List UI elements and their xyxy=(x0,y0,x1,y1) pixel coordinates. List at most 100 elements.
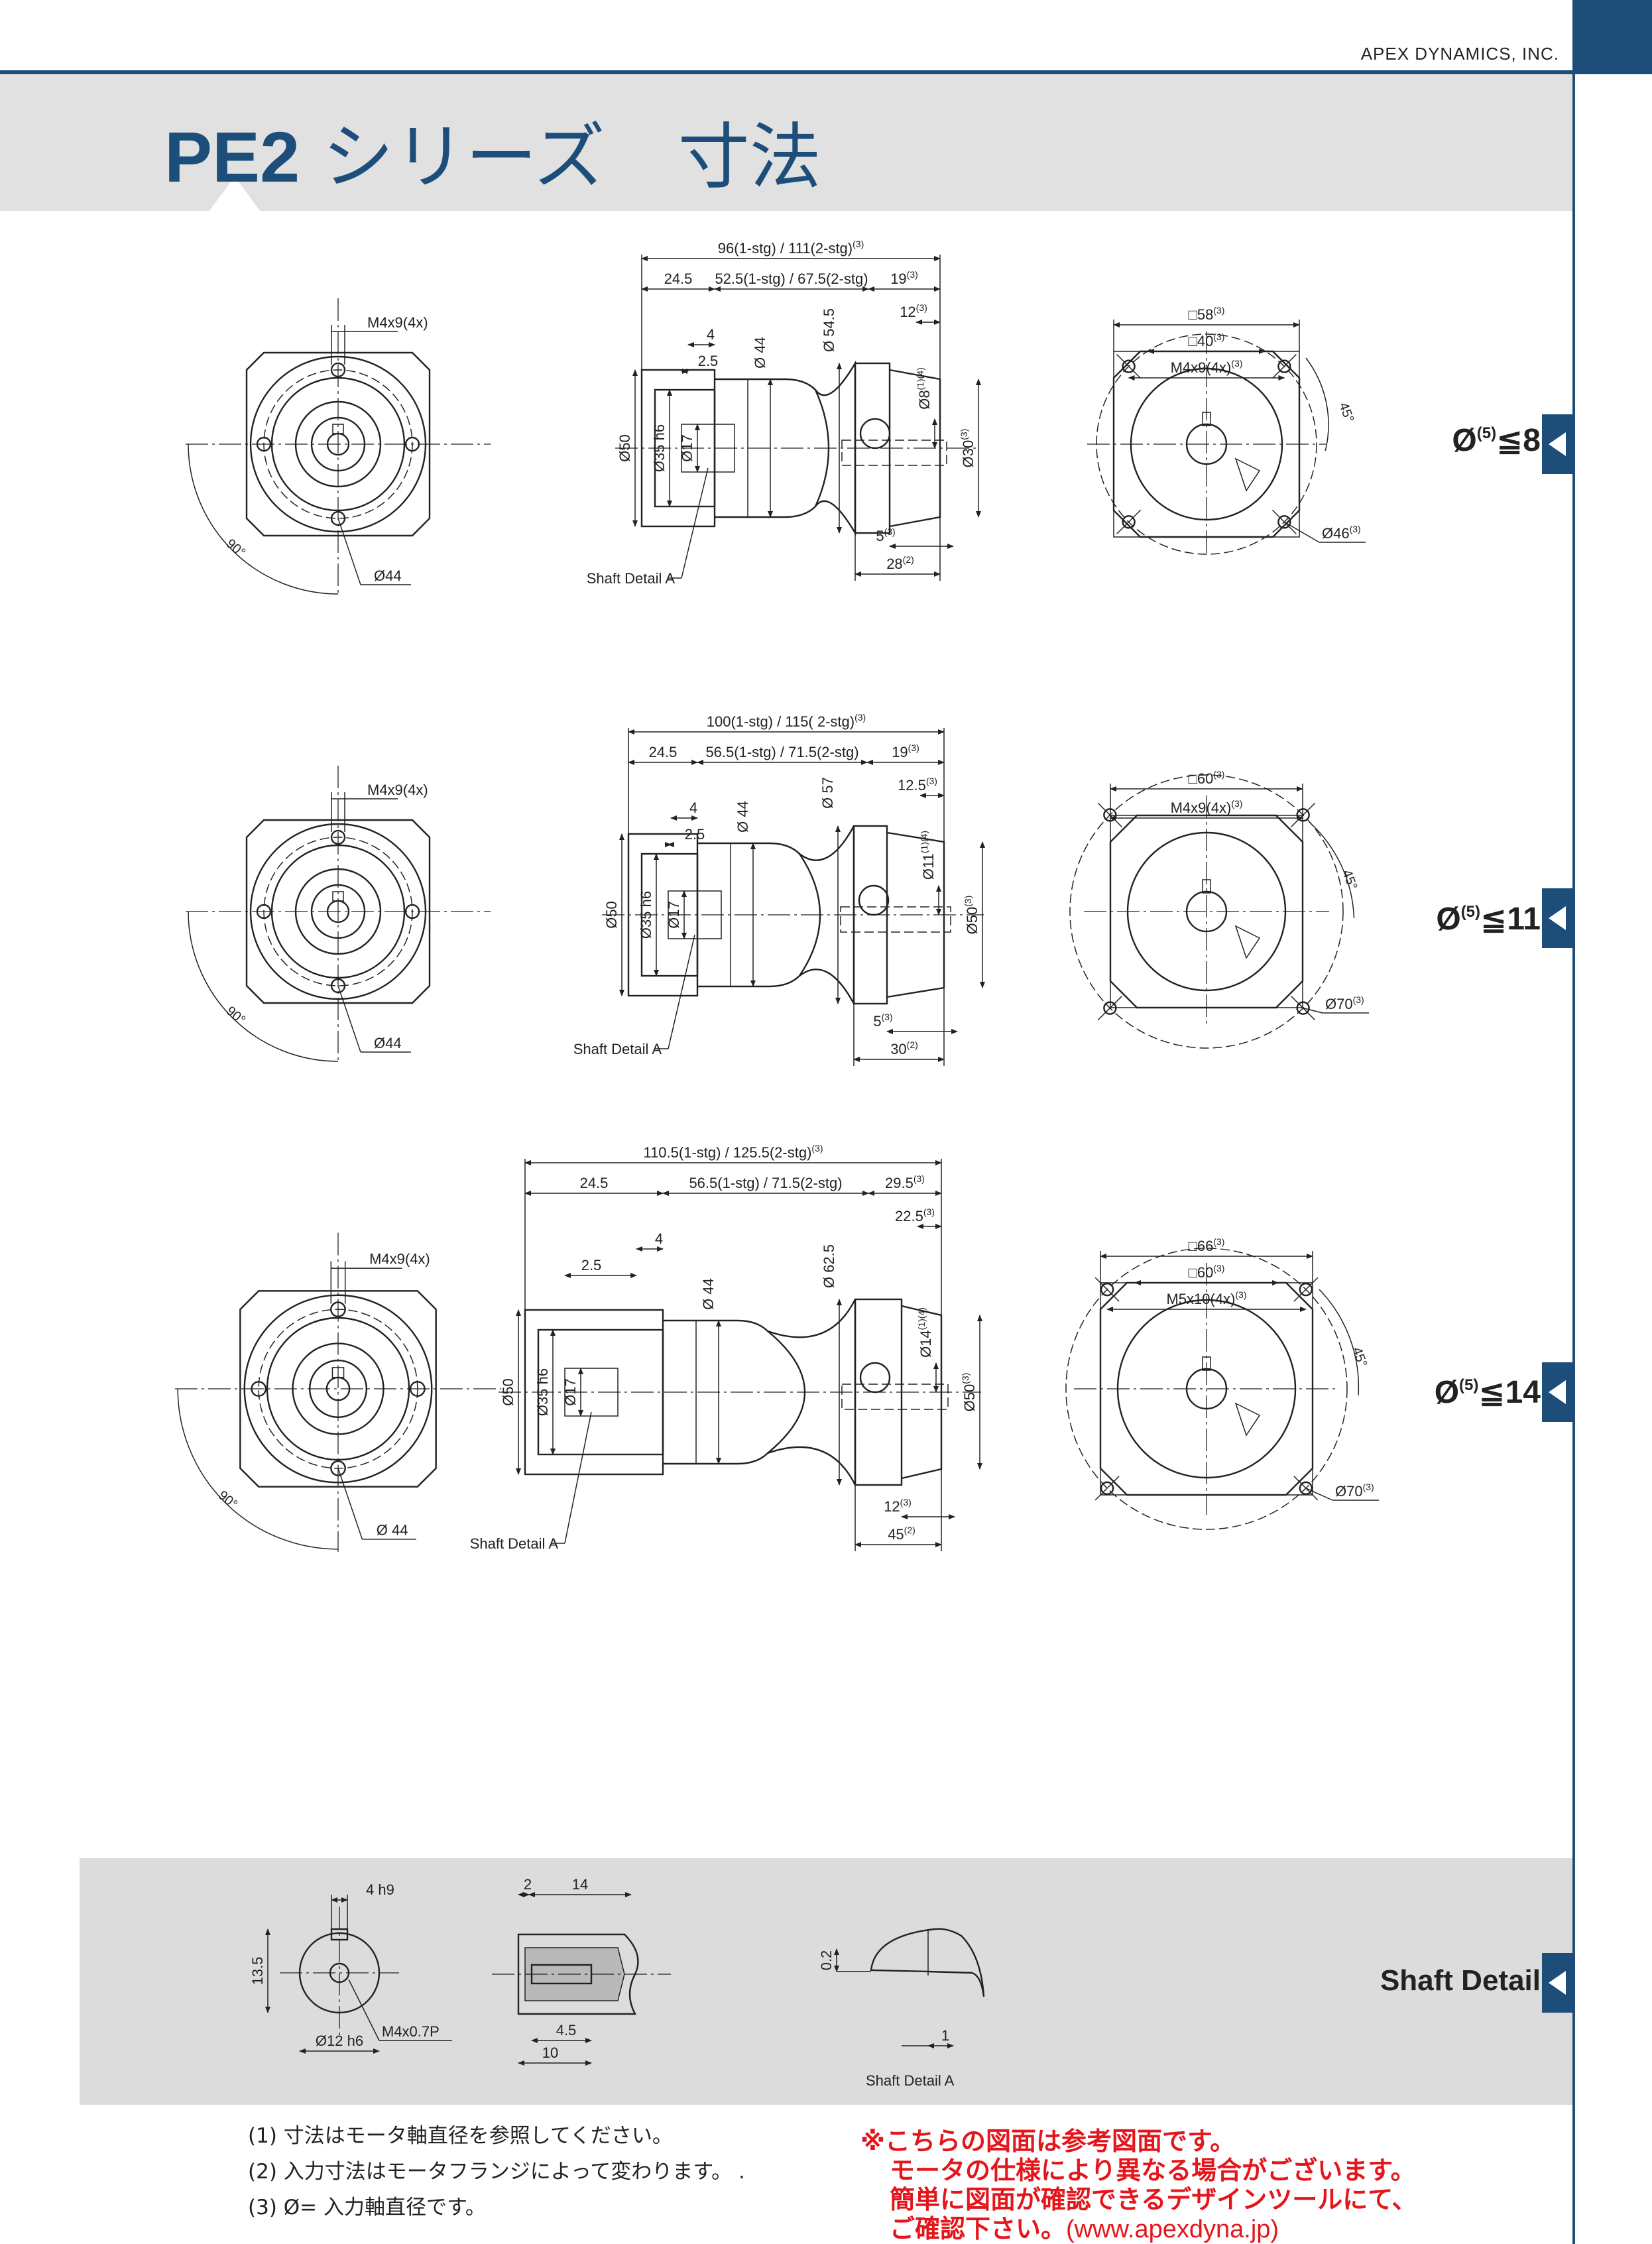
shaft-detail-callout: Shaft Detail A xyxy=(587,570,676,587)
bolt-hole xyxy=(1100,1282,1114,1297)
note-2: (2) 入力寸法はモータフランジによって変わります。 . xyxy=(248,2160,745,2184)
dimension-label: 4 xyxy=(707,326,715,343)
bolt-pitch-circle xyxy=(1069,774,1344,1049)
dimension-label: 56.5(1-stg) / 71.5(2-stg) xyxy=(705,744,858,760)
dimension-label: Ø17 xyxy=(666,901,682,929)
clamp-slot xyxy=(1234,457,1261,492)
dimension-label: 96(1-stg) / 111(2-stg)(3) xyxy=(718,239,864,257)
dimension-label: Ø11(1)(4) xyxy=(919,831,937,880)
angle-label: 45° xyxy=(1336,400,1356,424)
dimension-label: Ø 57 xyxy=(819,777,836,809)
section-d8-drawing: M4x9(4x) 90° Ø44 96(1-stg) / 111(2-stg)(3) 2… xyxy=(186,239,1366,597)
dimension-label: Ø 44 xyxy=(735,801,751,833)
side-label-d8: Ø(5)≦8 xyxy=(1452,423,1541,458)
bolt-hole xyxy=(1100,1481,1114,1496)
leader-line xyxy=(337,985,361,1053)
dimension-label: 12(3) xyxy=(884,1497,912,1515)
disclaimer-line-3: 簡単に図面が確認できるデザインツールにて、 xyxy=(890,2185,1417,2214)
dimension-label: 110.5(1-stg) / 125.5(2-stg)(3) xyxy=(643,1143,823,1161)
angle-arc xyxy=(1309,821,1355,919)
leader-line xyxy=(1283,521,1320,543)
shaft-detail-callout: Shaft Detail A xyxy=(573,1041,662,1057)
dimension-label: Ø35 h6 xyxy=(534,1368,551,1416)
leader-line xyxy=(348,1979,380,2041)
dimension-label: 28(2) xyxy=(886,554,914,572)
dimension-label: 100(1-stg) / 115( 2-stg)(3) xyxy=(707,712,866,730)
clamp-screw-hole xyxy=(859,1362,891,1393)
dimension-label: 45(2) xyxy=(888,1525,915,1543)
dimension-label: Ø 54.5 xyxy=(821,308,837,352)
right-edge-rule xyxy=(1572,74,1575,2244)
shaft-detail-title: Shaft Detail xyxy=(1380,1964,1541,1997)
side-label-d11: Ø(5)≦11 xyxy=(1436,902,1541,937)
bolt-axis xyxy=(1293,1277,1319,1302)
angle-arc xyxy=(188,443,339,595)
clamp-screw-hole xyxy=(859,418,891,449)
tab-arrow-d8 xyxy=(1542,414,1572,474)
disclaimer-url: (www.apexdyna.jp) xyxy=(1066,2215,1279,2243)
dimension-label: 19(3) xyxy=(890,269,918,287)
bolt-hole xyxy=(1296,1001,1310,1015)
shaft-detail-callout: Shaft Detail A xyxy=(470,1535,559,1552)
dimension-label: Ø8(1)(4) xyxy=(915,367,933,410)
thread-callout: M4x9(4x) xyxy=(367,782,428,798)
pcd-callout: Ø44 xyxy=(374,567,402,584)
dimension-label: 10 xyxy=(542,2044,558,2061)
dimension-label: 22.5(3) xyxy=(895,1207,935,1224)
angle-label: 45° xyxy=(1339,868,1360,892)
dimension-label: □58(3) xyxy=(1189,305,1225,323)
pcd-callout: Ø 44 xyxy=(377,1521,408,1538)
bolt-hole xyxy=(1299,1282,1313,1297)
bolt-pitch-circle xyxy=(1065,1248,1348,1530)
thread-label: M4x0.7P xyxy=(382,2023,440,2040)
dimension-label: □66(3) xyxy=(1189,1236,1225,1254)
flange-outline xyxy=(245,351,431,537)
tab-arrow-d14 xyxy=(1542,1362,1572,1422)
title-band xyxy=(0,74,1572,211)
bolt-hole xyxy=(1122,359,1136,373)
dimension-label: 52.5(1-stg) / 67.5(2-stg) xyxy=(715,270,868,287)
tab-arrow-shaft-detail xyxy=(1542,1953,1572,2013)
angle-arc xyxy=(188,911,339,1062)
dimension-label: Ø50(3) xyxy=(960,1373,978,1412)
dimension-label: 1 xyxy=(941,2027,949,2044)
input-bore-hidden xyxy=(841,1384,949,1410)
clamp-screw-hole xyxy=(858,884,890,916)
dimension-label: Ø50 xyxy=(500,1378,516,1406)
flange-outline xyxy=(239,1290,437,1488)
disclaimer-line-1: ※こちらの図面は参考図面です。 xyxy=(860,2127,1236,2156)
dimension-label: 2.5 xyxy=(581,1257,602,1273)
dimension-label: Ø 44 xyxy=(752,337,768,369)
input-bore-hidden xyxy=(841,440,947,466)
dimension-label: Ø12 h6 xyxy=(316,2033,363,2049)
dimension-label: 4 xyxy=(689,799,697,816)
dimension-label: □40(3) xyxy=(1189,331,1225,349)
dimension-label: 29.5(3) xyxy=(885,1173,925,1191)
leader-line xyxy=(337,518,361,585)
dimension-label: Ø17 xyxy=(562,1378,579,1406)
leader-line xyxy=(681,467,709,579)
leader-line xyxy=(1303,1007,1323,1014)
dimension-label: Ø50 xyxy=(617,434,633,462)
angle-label: 90° xyxy=(223,536,248,560)
dimension-label: 2.5 xyxy=(698,353,719,369)
dimension-label: 14 xyxy=(572,1876,588,1893)
flange-outer-circle xyxy=(243,1294,433,1484)
bolt-axis xyxy=(1116,354,1142,379)
bolt-hole xyxy=(1277,515,1291,529)
angle-label: 90° xyxy=(215,1488,240,1512)
detail-a-title: Shaft Detail A xyxy=(866,2072,955,2089)
angle-arc xyxy=(1319,1289,1360,1396)
leader-line xyxy=(564,1411,592,1544)
flange-outline xyxy=(245,819,431,1004)
bolt-hole xyxy=(1299,1481,1313,1496)
dimension-label: □60(3) xyxy=(1189,1263,1225,1281)
bolt-hole xyxy=(1122,515,1136,529)
dimension-label: Ø50(3) xyxy=(963,896,980,935)
tab-arrow-d11 xyxy=(1542,888,1572,948)
dimension-label: Ø30(3) xyxy=(959,429,976,468)
thread-callout: M4x9(4x) xyxy=(367,314,428,331)
